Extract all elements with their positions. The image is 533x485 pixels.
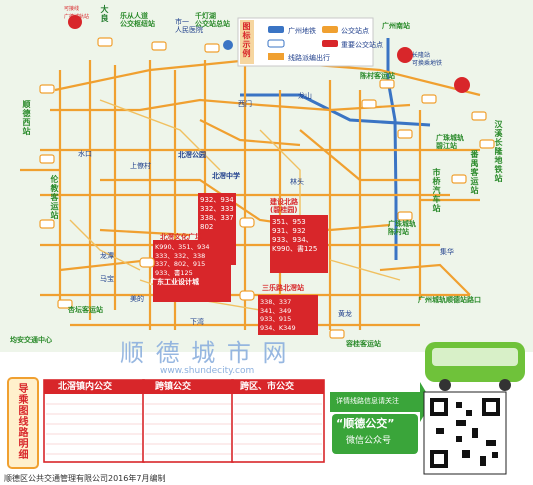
sanle-routes: 338、337 341、349 933、915 934、K349 [260,298,296,332]
legend-box [237,17,374,67]
shunde-west-label: 顺德西站 [22,100,31,136]
ronggui-label: 容桂客运站 [346,340,381,348]
bus-stop-icons [39,37,495,339]
shiqiao-label: 市桥汽车站 [432,168,441,213]
xingtan-label: 杏坛客运站 [68,306,103,314]
shuikou-label: 水口 [78,150,92,158]
jianshe-routes-box [270,215,328,273]
tab-panel-rules [46,403,322,455]
shangcun-label: 上僚村 [130,162,151,170]
legend-busstop-label: 公交站点 [341,27,369,35]
tab-header-3 [232,380,324,394]
metro-legend-icon [268,26,284,33]
guangzhou-south-label: 广州南站 [382,22,410,30]
tab-cross-district-bus[interactable]: 跨区、市公交 [240,382,295,392]
tab-header-1 [44,380,144,394]
hospital-label: 市一 人民医院 [175,18,203,34]
chencun-label: 陈村客运站 [360,72,395,80]
culture-plaza-routes: 932、934 332、333 338、337 802 [200,196,234,231]
promo-arrow [330,382,432,422]
metro-line-guangzhou [386,38,398,260]
side-title-box [7,377,39,469]
sanle-routes-box [258,295,318,335]
guangdong-design-label: 广东工业设计城 [150,278,199,286]
route-legend-icon [268,53,284,60]
tab-town-bus[interactable]: 北滘镇内公交 [58,382,113,392]
shunde-dep-label: 可接线 广德城轨站 [64,6,90,20]
jihua-label: 集华 [440,248,454,256]
footer-text: 顺德区公共交通管理有限公司2016年7月编制 [4,474,166,483]
beijiao-park-label: 北滘公园 [178,151,206,159]
watermark-url: www.shundecity.com [160,366,255,376]
qr-finder-centers [434,402,496,464]
linshang-label: 林头 [290,178,304,186]
huangang-label: 黄龙 [338,310,352,318]
legend-title-bg [240,20,254,64]
legend-title: 图标示例 [242,22,251,58]
ximen-label: 西门 [238,100,252,108]
metro-line-foshan [240,93,431,127]
mabao-label: 马宝 [100,275,114,283]
metro-lines [240,38,431,260]
junan-label: 均安交通中心 [10,336,52,344]
promo-sub-text: 微信公众号 [346,436,392,446]
panyu-label: 番禺客运站 [470,150,479,195]
promo-box [332,414,418,454]
promo-main-text: “顺德公交” [336,417,395,430]
beijiao-middle-label: 北滘中学 [212,172,240,180]
bus-stop-legend-icon [322,26,338,33]
jianshe-bei-label: 建设北路 (碧桂园) [270,198,298,214]
guangzhou-south-rail-label: 长隆站 可换乘地铁 [412,52,443,67]
important-stop-legend-icon [322,40,338,47]
xiawan-label: 下湾 [190,318,204,326]
legend-metro-label: 广州地铁 [288,27,316,35]
important-stops [153,193,328,335]
beijiao-culture-label: 北滘文化广场 [160,233,202,241]
jianshe-routes: 351、953 931、932 933、934、 K990、書125 [272,218,318,253]
longtan-label: 龙潭 [100,252,114,260]
lecong-vertical-label: 大良 [100,5,109,23]
beijiao-guang-label: 广珠城轨 碧江站 [436,134,464,150]
longshan-label: 龙山 [298,92,312,100]
culture-routes-box [153,240,231,302]
bus-illustration [425,342,525,391]
metro-legend-icon-2 [267,39,285,48]
lecong-bus-label: 乐从人道 公交枢纽站 [120,12,155,28]
lunjiao-label: 伦教客运站 [50,175,59,220]
meiyin-label: 美的 [130,295,144,303]
tab-header-2 [143,380,233,394]
promo-top-text: 详情线路信息请关注 [336,397,399,405]
bus-routes [20,58,481,330]
hanxi-label: 汉溪长隆地铁站 [494,120,503,183]
side-title: 导乘图线路明细 [18,384,29,461]
sanle-beijiao-label: 三乐路北滘站 [262,284,304,292]
guangzhu-rail-label: 广州城轨顺德站路口 [418,296,481,304]
metro-station-markers [68,15,470,93]
chencun-guang-label: 广珠城轨 陈村站 [388,220,416,236]
watermark-text: 顺 德 城 市 网 [120,339,289,367]
legend-route-label: 线路派编出行 [288,54,330,62]
culture-routes: K990、351、934 333、332、338 337、802、915 933… [155,243,210,277]
legend-important-label: 重要公交站点 [341,41,383,49]
tab-cross-town-bus[interactable]: 跨镇公交 [155,382,192,392]
qiandeng-lake-label: 千灯湖 公交站总站 [195,12,230,28]
